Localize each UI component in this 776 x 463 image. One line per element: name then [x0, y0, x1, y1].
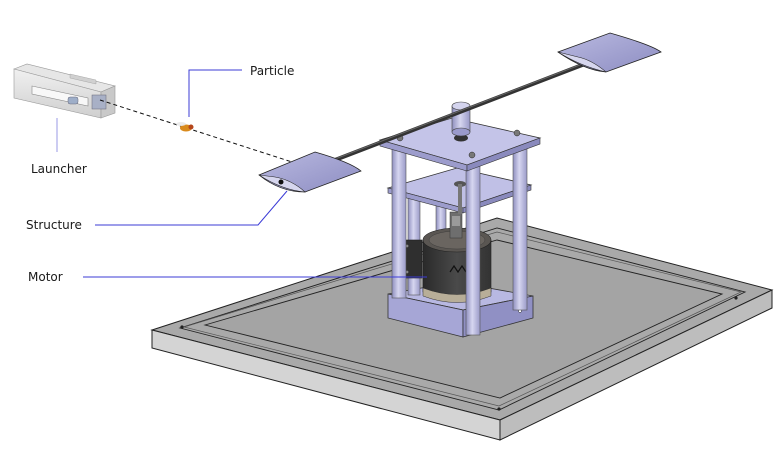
post-front-right — [512, 139, 528, 311]
top-plate — [378, 117, 542, 172]
label-launcher: Launcher — [31, 162, 87, 176]
label-structure: Structure — [26, 218, 82, 232]
post-front-left — [391, 147, 407, 299]
wing-right — [557, 32, 662, 73]
structure-leader-line — [95, 190, 288, 226]
leader-lines — [56, 69, 427, 278]
particle-trajectory — [99, 99, 293, 163]
rotor-arm — [333, 60, 592, 162]
wing-left — [258, 151, 362, 193]
launcher — [13, 63, 116, 119]
post-front-center — [465, 159, 481, 336]
particle-leader-line — [188, 69, 242, 117]
particle-fly-icon — [176, 122, 194, 132]
label-motor: Motor — [28, 270, 63, 284]
label-particle: Particle — [250, 64, 295, 78]
